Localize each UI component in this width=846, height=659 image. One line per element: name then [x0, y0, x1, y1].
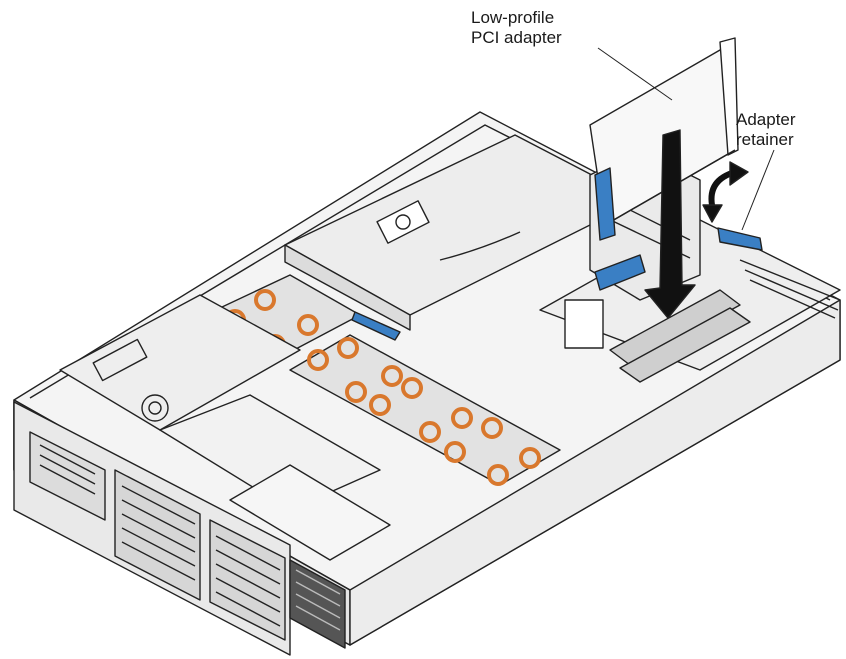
drive-bay-center [114, 469, 201, 601]
fan-icon [519, 447, 541, 469]
adapter-retainer [351, 167, 763, 341]
fan-icon [345, 381, 367, 403]
riser-cage [539, 219, 841, 383]
power-supply-grille [289, 559, 346, 649]
callout-adapter-retainer-line2: retainer [736, 130, 794, 149]
fan-icon [297, 314, 319, 336]
fan-icon [337, 337, 359, 359]
callout-pci-adapter: Low-profile PCI adapter [471, 8, 562, 48]
fan-icon [307, 349, 329, 371]
fan-icon [487, 464, 509, 486]
callout-pci-adapter-line1: Low-profile [471, 8, 555, 27]
drive-bay-left [29, 431, 106, 521]
rotate-arrow-icon [702, 161, 749, 223]
front-bezel [13, 401, 346, 656]
fan-icon [254, 289, 276, 311]
callout-adapter-retainer-line1: Adapter [736, 110, 796, 129]
system-board-left [59, 294, 391, 561]
air-baffle [284, 134, 641, 331]
fan-bank-front [289, 334, 561, 486]
leader-adapter-retainer [741, 149, 775, 231]
drive-bay-right [209, 519, 286, 641]
fan-icon [444, 441, 466, 463]
fan-icon [451, 407, 473, 429]
fan-icon [381, 365, 403, 387]
callout-leaders [597, 47, 775, 231]
fan-icon [419, 421, 441, 443]
fan-icon [401, 377, 423, 399]
leader-pci-adapter [597, 47, 673, 101]
fan-icon [369, 394, 391, 416]
callout-pci-adapter-line2: PCI adapter [471, 28, 562, 47]
down-arrow-icon [644, 129, 696, 319]
callout-adapter-retainer: Adapter retainer [736, 110, 796, 150]
fan-icon [481, 417, 503, 439]
